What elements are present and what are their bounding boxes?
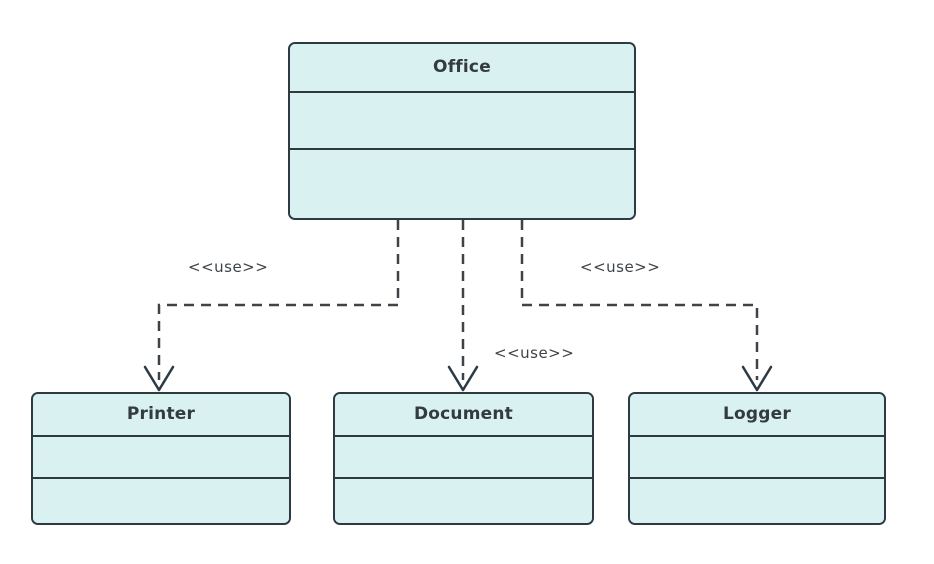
class-methods-compartment: [335, 479, 592, 523]
class-name-document: Document: [413, 404, 514, 424]
class-title-compartment: Printer: [33, 394, 289, 437]
class-title-compartment: Document: [335, 394, 592, 437]
edge-office-document-arrowhead: [447, 365, 479, 392]
class-box-printer[interactable]: Printer: [31, 392, 291, 525]
class-methods-compartment: [630, 479, 884, 523]
edge-label-office-printer: <<use>>: [188, 258, 269, 276]
edge-label-office-document: <<use>>: [494, 344, 575, 362]
class-box-logger[interactable]: Logger: [628, 392, 886, 525]
class-name-printer: Printer: [126, 404, 196, 424]
edge-office-printer-arrowhead: [143, 365, 175, 392]
class-attributes-compartment: [33, 437, 289, 479]
class-attributes-compartment: [630, 437, 884, 479]
edge-office-printer: [143, 220, 400, 392]
class-attributes-compartment: [335, 437, 592, 479]
class-box-document[interactable]: Document: [333, 392, 594, 525]
class-methods-compartment: [290, 150, 634, 218]
edge-office-document: [447, 220, 479, 392]
class-name-office: Office: [433, 57, 491, 77]
class-attributes-compartment: [290, 93, 634, 150]
edge-office-logger: [520, 220, 773, 392]
class-box-office[interactable]: Office: [288, 42, 636, 220]
class-title-compartment: Office: [290, 44, 634, 93]
edge-label-office-logger: <<use>>: [580, 258, 661, 276]
edge-office-printer-path: [157, 220, 400, 380]
class-title-compartment: Logger: [630, 394, 884, 437]
class-methods-compartment: [33, 479, 289, 523]
edge-office-logger-arrowhead: [741, 365, 773, 392]
class-name-logger: Logger: [723, 404, 791, 424]
